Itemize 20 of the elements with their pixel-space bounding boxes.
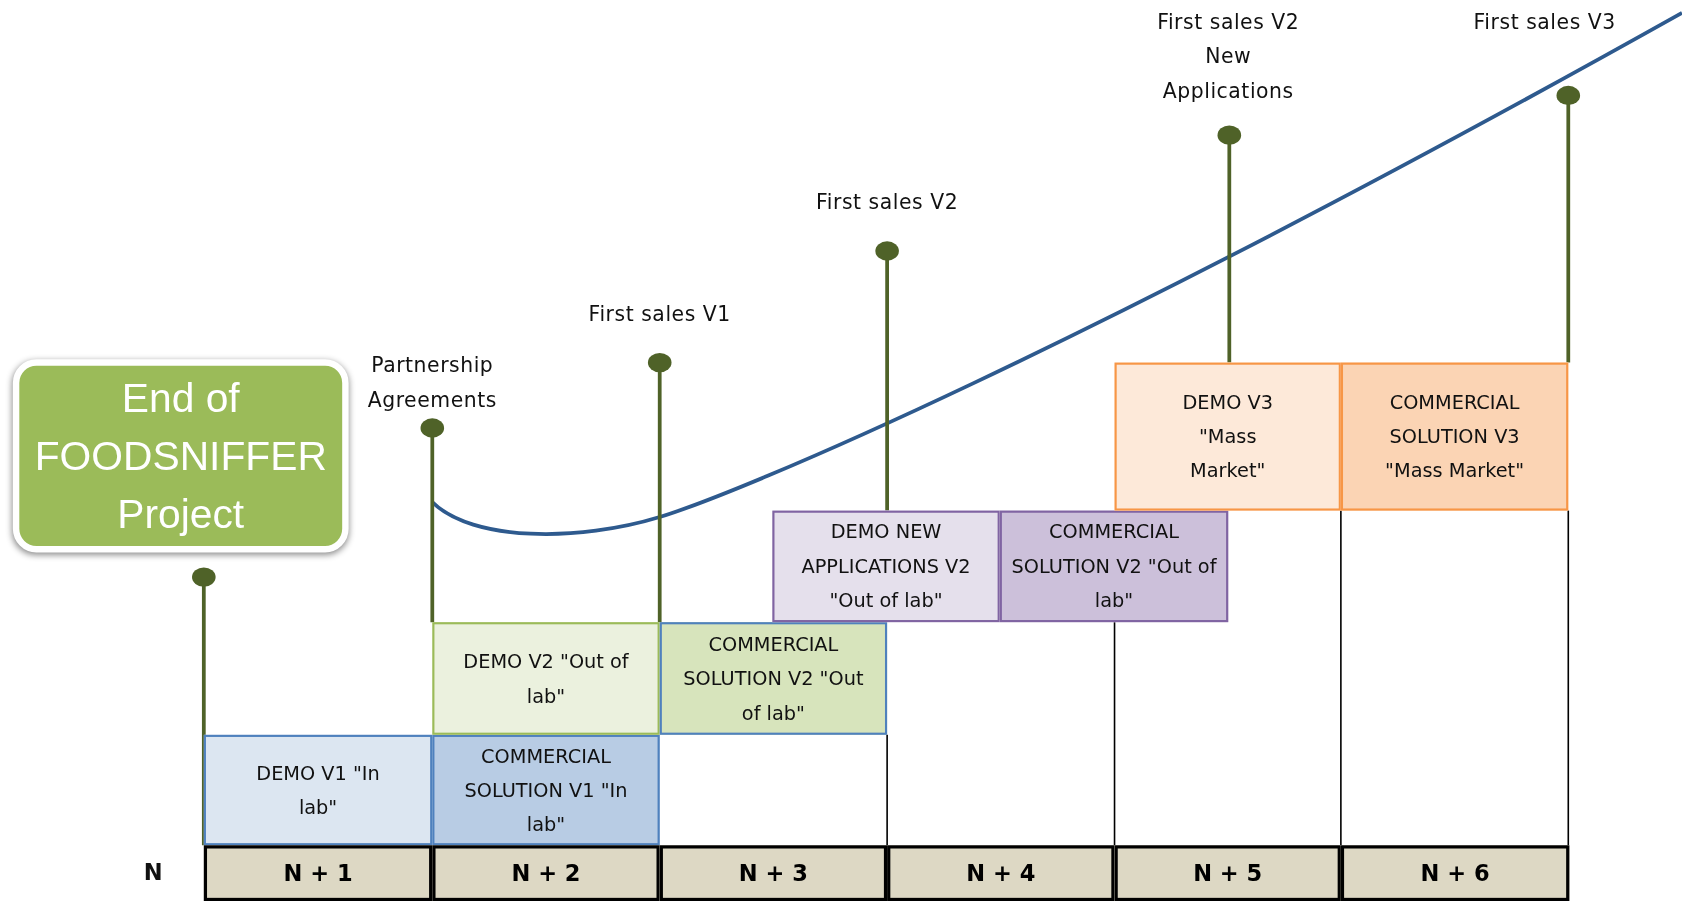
phase-box: DEMO V3 "Mass Market" [1114,362,1341,511]
phase-box: DEMO V2 "Out of lab" [432,622,660,735]
phase-box: COMMERCIAL SOLUTION V2 "Out of lab" [659,622,888,735]
phase-box: DEMO NEW APPLICATIONS V2 "Out of lab" [772,510,1000,623]
milestone-label: First sales V3 [1472,8,1617,36]
year-cell: N + 4 [887,845,1115,901]
year-cell: N + 2 [432,845,660,901]
phase-box: COMMERCIAL SOLUTION V3 "Mass Market" [1340,362,1569,511]
phase-box: COMMERCIAL SOLUTION V1 "In lab" [432,734,660,846]
milestone-label: First sales V2 New Applications [1156,8,1301,104]
row-label: N [142,858,165,887]
year-cell: N + 5 [1114,845,1341,901]
year-cell: N + 6 [1340,845,1570,901]
milestone-label: First sales V1 [587,300,732,328]
year-cell: N + 3 [659,845,888,901]
year-cell: N + 1 [203,845,433,901]
phase-box: COMMERCIAL SOLUTION V2 "Out of lab" [999,510,1229,623]
milestone-label: Partnership Agreements [366,351,498,413]
milestone-label: First sales V2 [815,188,960,216]
phase-box: DEMO V1 "In lab" [203,734,433,846]
